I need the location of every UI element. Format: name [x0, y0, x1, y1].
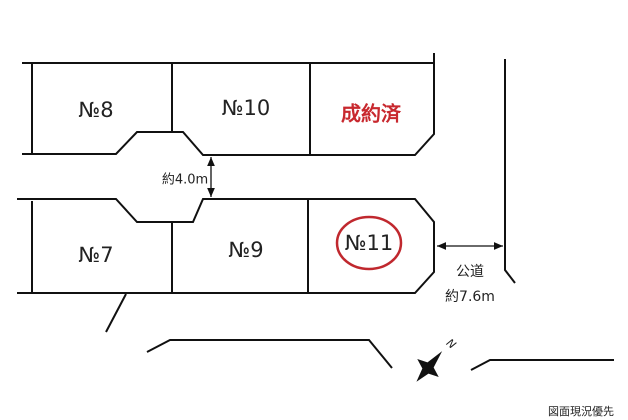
public-road-edge	[504, 59, 516, 284]
private-road-width: 約4.0m	[161, 172, 209, 188]
footer-note: 図面現況優先	[548, 405, 614, 418]
road-edge-lines	[105, 293, 614, 371]
lot-no8[interactable]: №8	[78, 98, 114, 122]
lot-sold[interactable]: 成約済	[341, 101, 401, 126]
lower-lot-dividers	[31, 199, 309, 293]
lot-no10[interactable]: №10	[221, 96, 271, 120]
public-road-label: 公道	[456, 264, 484, 280]
compass-icon	[416, 351, 443, 382]
lot-no9[interactable]: №9	[228, 238, 264, 262]
highlight-circle	[335, 215, 403, 271]
lot-no11[interactable]: №11	[344, 231, 394, 255]
public-road-width: 約7.6m	[445, 289, 495, 305]
upper-block-outline	[22, 53, 435, 156]
lot-no7[interactable]: №7	[78, 243, 114, 267]
upper-lot-dividers	[31, 63, 311, 155]
